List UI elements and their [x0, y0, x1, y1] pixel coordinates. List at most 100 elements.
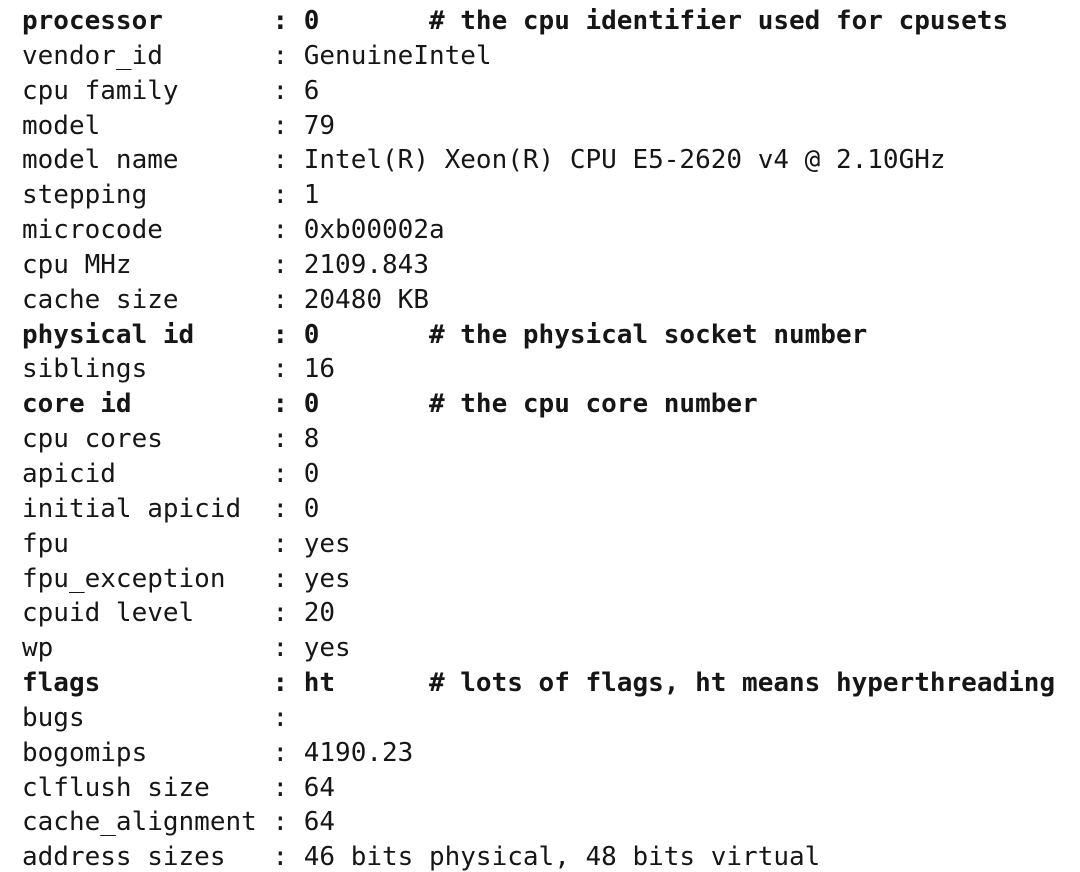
line-key: cpu cores [22, 424, 163, 455]
line-separator: : [272, 424, 289, 455]
cpuinfo-line: bugs : [22, 701, 1072, 736]
line-key: model [22, 110, 101, 141]
line-key: siblings [22, 354, 148, 385]
line-separator: : [272, 354, 289, 385]
line-separator: : [272, 668, 289, 699]
line-separator: : [272, 389, 289, 420]
cpuinfo-line: clflush size : 64 [22, 771, 1072, 806]
cpuinfo-line: cpu MHz : 2109.843 [22, 248, 1072, 283]
line-value: 64 [303, 772, 336, 803]
line-key: clflush size [22, 772, 210, 803]
line-key: physical id [22, 319, 195, 350]
line-value: 20 [303, 598, 336, 629]
line-separator: : [272, 702, 289, 733]
line-value: 79 [303, 110, 336, 141]
line-value: 6 [303, 75, 320, 106]
cpuinfo-line: microcode : 0xb00002a [22, 213, 1072, 248]
line-key: bogomips [22, 737, 148, 768]
cpuinfo-line: initial apicid : 0 [22, 492, 1072, 527]
cpuinfo-line: physical id : 0 # the physical socket nu… [22, 318, 1072, 353]
cpuinfo-line: flags : ht # lots of flags, ht means hyp… [22, 666, 1072, 701]
line-comment: # lots of flags, ht means hyperthreading [428, 668, 1056, 699]
line-separator: : [272, 563, 289, 594]
line-separator: : [272, 737, 289, 768]
cpuinfo-line: cpuid level : 20 [22, 596, 1072, 631]
line-value: 16 [303, 354, 336, 385]
cpuinfo-line: fpu : yes [22, 527, 1072, 562]
line-separator: : [272, 842, 289, 872]
cpuinfo-line: bogomips : 4190.23 [22, 736, 1072, 771]
line-key: fpu [22, 528, 69, 559]
line-separator: : [272, 807, 289, 838]
line-separator: : [272, 249, 289, 280]
cpuinfo-line: apicid : 0 [22, 457, 1072, 492]
line-separator: : [272, 145, 289, 176]
line-separator: : [272, 75, 289, 106]
line-value: 0 [303, 319, 320, 350]
line-key: core id [22, 389, 132, 420]
line-separator: : [272, 493, 289, 524]
line-value: ht [303, 668, 336, 699]
line-value: yes [303, 563, 351, 594]
cpuinfo-line: fpu_exception : yes [22, 562, 1072, 597]
cpuinfo-line: stepping : 1 [22, 178, 1072, 213]
line-comment: # the cpu identifier used for cpusets [428, 6, 1009, 36]
line-value: Intel(R) Xeon(R) CPU E5-2620 v4 @ 2.10GH… [303, 145, 946, 176]
line-separator: : [272, 598, 289, 629]
line-value [304, 701, 429, 736]
line-value: yes [303, 633, 351, 664]
line-separator: : [272, 6, 289, 36]
line-comment: # the cpu core number [428, 389, 758, 420]
line-value: 0xb00002a [303, 215, 445, 246]
line-separator: : [272, 633, 289, 664]
cpuinfo-line: core id : 0 # the cpu core number [22, 387, 1072, 422]
line-value: 2109.843 [303, 249, 429, 280]
line-key: initial apicid [22, 493, 242, 524]
line-value: yes [303, 528, 351, 559]
line-separator: : [272, 772, 289, 803]
line-separator: : [272, 458, 289, 489]
line-key: cpuid level [22, 598, 195, 629]
line-key: vendor_id [22, 40, 163, 71]
cpuinfo-line: wp : yes [22, 631, 1072, 666]
line-key: flags [22, 668, 101, 699]
cpuinfo-line: address sizes : 46 bits physical, 48 bit… [22, 840, 1072, 872]
cpuinfo-line: cpu cores : 8 [22, 422, 1072, 457]
cpuinfo-line: cpu family : 6 [22, 74, 1072, 109]
cpuinfo-line: siblings : 16 [22, 352, 1072, 387]
line-separator: : [272, 180, 289, 211]
line-value: 4190.23 [303, 737, 414, 768]
line-separator: : [272, 215, 289, 246]
line-value: 1 [303, 180, 320, 211]
line-key: wp [22, 633, 54, 664]
cpuinfo-line: cache size : 20480 KB [22, 283, 1072, 318]
line-value: GenuineIntel [303, 40, 492, 71]
line-key: apicid [22, 458, 116, 489]
line-key: cache_alignment [22, 807, 257, 838]
cpuinfo-line: cache_alignment : 64 [22, 805, 1072, 840]
line-key: bugs [22, 702, 85, 733]
line-key: fpu_exception [22, 563, 226, 594]
line-separator: : [272, 40, 289, 71]
line-value: 46 bits physical, 48 bits virtual [303, 842, 821, 872]
cpuinfo-line: vendor_id : GenuineIntel [22, 39, 1072, 74]
line-key: processor [22, 6, 163, 36]
cpuinfo-line: processor : 0 # the cpu identifier used … [22, 4, 1072, 39]
line-separator: : [272, 284, 289, 315]
line-value: 64 [303, 807, 336, 838]
line-separator: : [272, 528, 289, 559]
line-key: cache size [22, 284, 179, 315]
line-key: cpu MHz [22, 249, 132, 280]
line-comment: # the physical socket number [428, 319, 868, 350]
line-key: model name [22, 145, 179, 176]
line-key: cpu family [22, 75, 179, 106]
line-value: 0 [303, 389, 320, 420]
line-key: stepping [22, 180, 148, 211]
line-value: 0 [303, 493, 320, 524]
line-separator: : [272, 319, 289, 350]
line-key: address sizes [22, 842, 226, 872]
cpuinfo-line: model name : Intel(R) Xeon(R) CPU E5-262… [22, 143, 1072, 178]
line-value: 8 [303, 424, 320, 455]
line-value: 0 [303, 6, 320, 36]
